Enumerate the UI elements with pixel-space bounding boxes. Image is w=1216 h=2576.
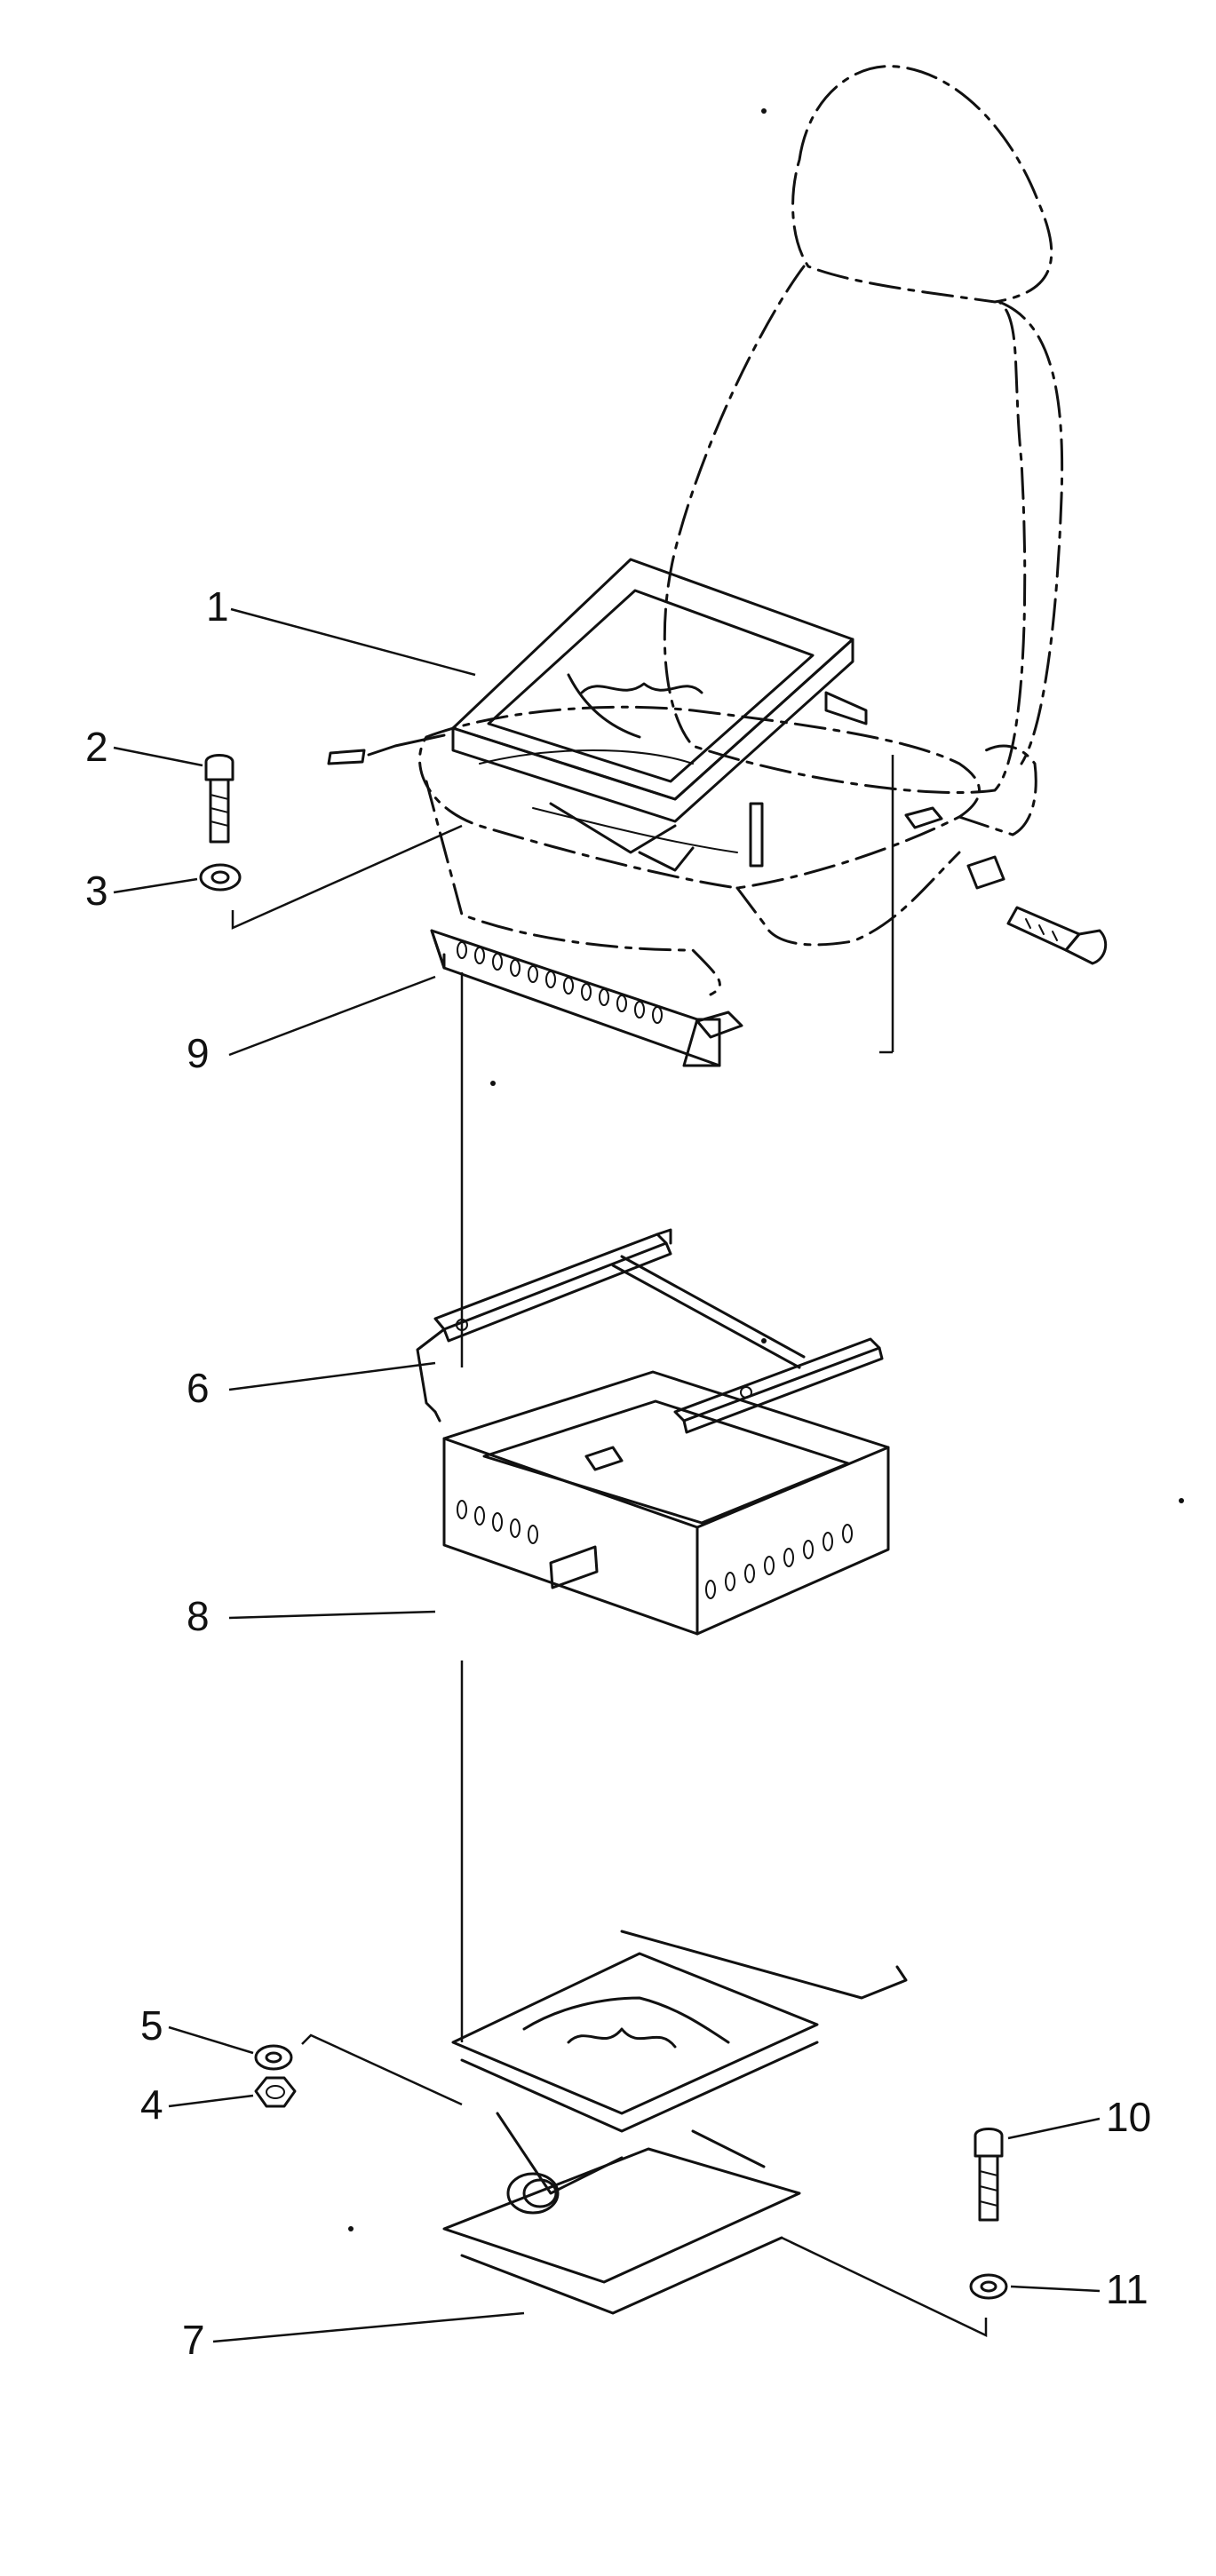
- leader-6: [228, 1361, 436, 1391]
- leader-7: [212, 2311, 525, 2343]
- callout-7: 7: [182, 2317, 205, 2363]
- callout-3: 3: [85, 868, 108, 914]
- cover-slots: [457, 941, 663, 1024]
- part-9-cover: [228, 929, 721, 1067]
- callout-5: 5: [140, 2002, 163, 2049]
- callout-8: 8: [187, 1593, 210, 1639]
- callout-10: 10: [1106, 2094, 1152, 2140]
- leader-4-5-to-frame: [301, 2033, 463, 2106]
- seat-mount-tab-right: [904, 806, 943, 829]
- part-11-washer: [969, 2273, 1101, 2300]
- leader-2: [113, 746, 203, 767]
- seat-cushion-base: [425, 780, 721, 996]
- seat-backrest-side: [997, 300, 1064, 765]
- part-1-upper-frame: [230, 558, 868, 872]
- seat-backrest: [663, 265, 1027, 795]
- leader-8: [228, 1610, 436, 1620]
- part-4-nut: [168, 2076, 297, 2108]
- leader-1: [230, 607, 476, 677]
- part-10-bolt: [974, 2117, 1101, 2222]
- housing-slots: [457, 1500, 853, 1599]
- part-8-housing: [228, 1370, 890, 1636]
- callout-11: 11: [1106, 2266, 1148, 2312]
- seat-bolt-right: [966, 855, 1108, 965]
- seat-cushion: [418, 705, 981, 890]
- callout-9: 9: [187, 1030, 210, 1076]
- part-6-slide-rails: [228, 1228, 884, 1434]
- seat-assembly: [418, 65, 1108, 1039]
- callout-6: 6: [187, 1365, 210, 1411]
- leader-11: [1010, 2285, 1101, 2293]
- callout-4: 4: [140, 2081, 163, 2128]
- part-5-washer: [168, 2025, 293, 2071]
- leader-10: [1007, 2117, 1101, 2140]
- leader-2-3-to-frame: [231, 824, 463, 930]
- seat-mount-tab-left: [695, 1011, 743, 1039]
- callout-1: 1: [206, 583, 229, 630]
- seat-headrest: [791, 65, 1053, 304]
- part-3-washer: [113, 863, 242, 894]
- callout-2: 2: [85, 724, 108, 770]
- leader-9: [228, 975, 436, 1057]
- part-7-lower-suspension: [212, 1930, 908, 2343]
- leader-4: [168, 2094, 254, 2108]
- leader-5: [168, 2025, 254, 2055]
- part-2-bolt: [113, 746, 234, 844]
- leader-3: [113, 877, 198, 894]
- leader-10-11-to-frame: [781, 2236, 988, 2337]
